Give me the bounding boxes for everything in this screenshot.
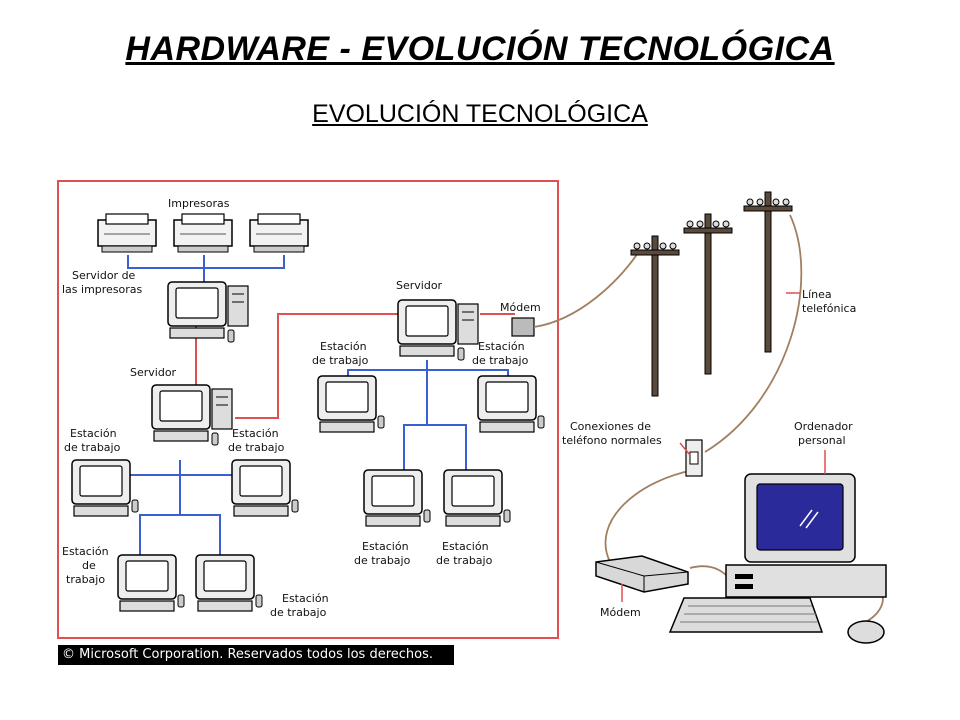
label-linea-1: Línea [802,288,832,301]
workstation-8 [443,469,511,527]
label-estacion-3: Estación [62,545,109,558]
label-trabajo-1: de trabajo [64,441,121,454]
label-servidor-impresoras-2: las impresoras [62,283,143,296]
telephone-poles [630,191,793,397]
copyright-banner: © Microsoft Corporation. Reservados todo… [58,645,454,665]
workstation-7 [363,469,431,527]
label-modem-bottom: Módem [600,606,641,619]
page-subtitle: EVOLUCIÓN TECNOLÓGICA [312,100,648,128]
printer-1 [97,213,157,253]
label-linea-2: telefónica [802,302,856,315]
label-estacion-7: Estación [362,540,409,553]
label-ordenador-2: personal [798,434,846,447]
printer-3 [249,213,309,253]
label-ordenador-1: Ordenador [794,420,853,433]
label-servidor-impresoras-1: Servidor de [72,269,136,282]
workstation-4 [195,554,263,612]
printer-2 [173,213,233,253]
phone-cables [533,214,884,629]
label-estacion-5: Estación [320,340,367,353]
label-servidor-right: Servidor [396,279,443,292]
label-conexiones-1: Conexiones de [570,420,651,433]
network-modem [511,317,535,337]
label-servidor-left: Servidor [130,366,177,379]
label-estacion-1: Estación [70,427,117,440]
label-trabajo-7: de trabajo [354,554,411,567]
label-estacion-4: Estación [282,592,329,605]
workstation-1 [71,459,139,517]
label-estacion-2: Estación [232,427,279,440]
label-trabajo-6: de trabajo [472,354,529,367]
workstation-2 [231,459,299,517]
page-title: HARDWARE - EVOLUCIÓN TECNOLÓGICA [125,30,835,68]
server-left [151,384,233,446]
workstation-3 [117,554,185,612]
label-trabajo-2: de trabajo [228,441,285,454]
label-trabajo-3: trabajo [66,573,105,586]
label-impresoras: Impresoras [168,197,230,210]
pc-modem [595,555,689,593]
printer-server [167,281,249,343]
label-trabajo-4: de trabajo [270,606,327,619]
label-estacion-6: Estación [478,340,525,353]
label-trabajo-5: de trabajo [312,354,369,367]
network-bus [99,255,509,555]
server-right [397,299,479,361]
workstation-6 [477,375,545,433]
label-estacion-8: Estación [442,540,489,553]
network-frame [57,180,559,639]
label-trabajo-8: de trabajo [436,554,493,567]
personal-computer [668,473,887,644]
label-modem-top: Módem [500,301,541,314]
label-conexiones-2: teléfono normales [562,434,662,447]
label-de-3: de [82,559,96,572]
workstation-5 [317,375,385,433]
